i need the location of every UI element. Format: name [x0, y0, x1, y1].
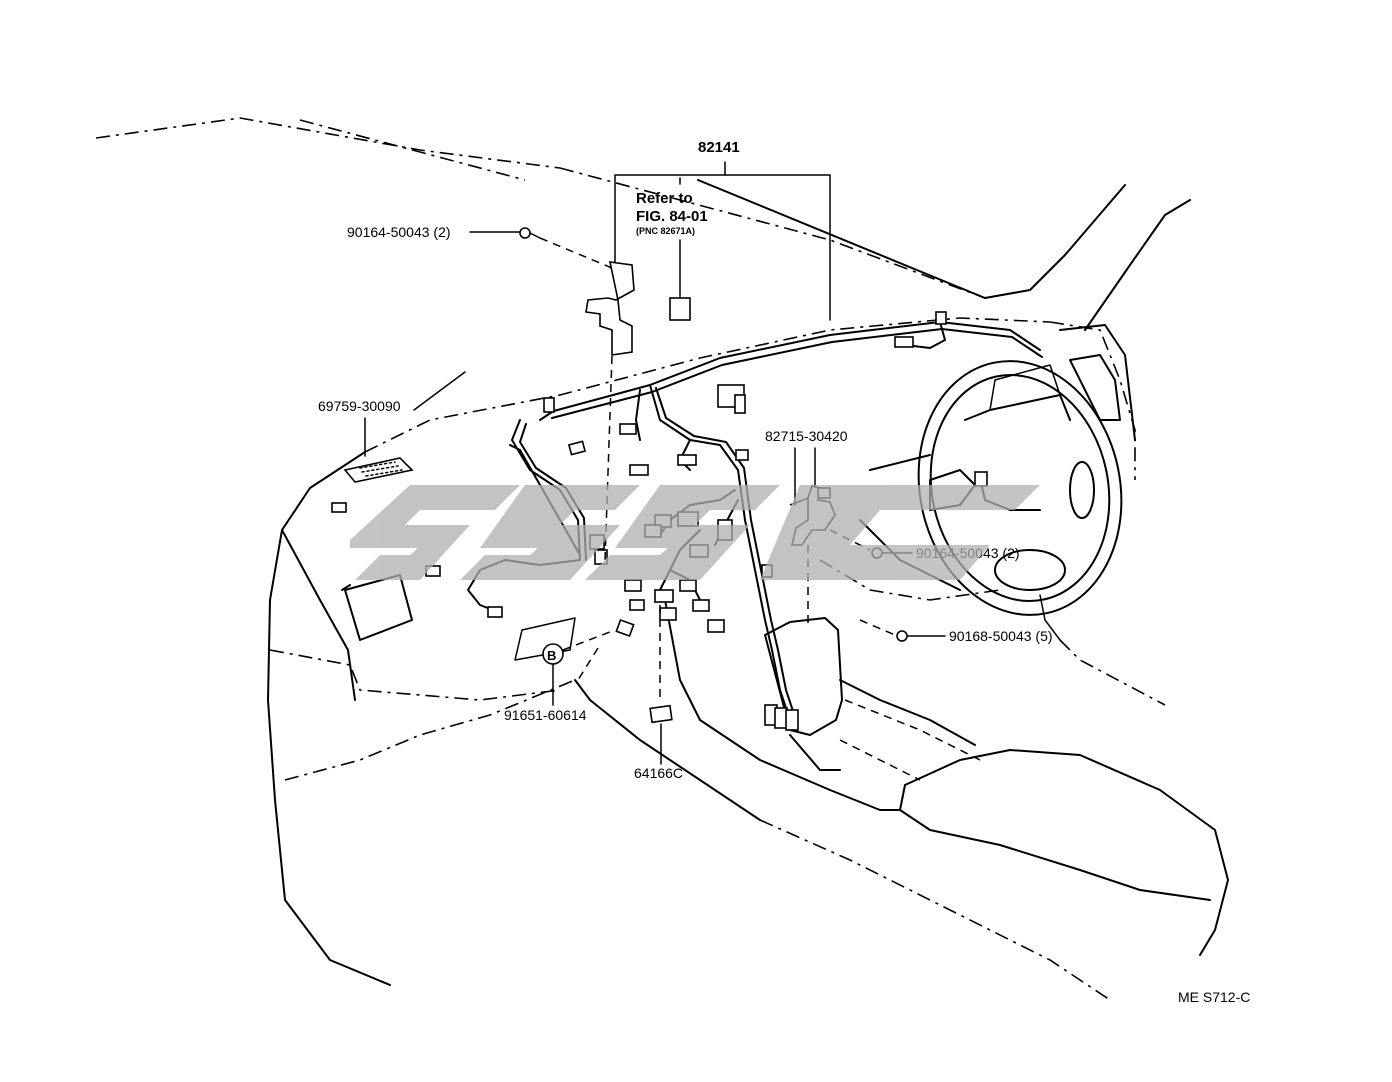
watermark-logo: [350, 485, 1040, 580]
clip-circle-letter: B: [547, 648, 556, 663]
refer-to-text: Refer to: [636, 190, 693, 207]
fig-reference-text: FIG. 84-01: [636, 208, 708, 225]
label-part: 64166C: [634, 605, 683, 781]
harness-callout: 82141 Refer to FIG. 84-01 (PNC 82671A): [614, 139, 831, 321]
screw-top-left: 90164-50043 (2): [347, 224, 541, 240]
pad-part: 69759-30090: [318, 371, 466, 483]
clip-b: B 91651-60614: [504, 629, 616, 723]
part-number-pad: 69759-30090: [318, 398, 401, 414]
pnc-reference-text: (PNC 82671A): [636, 226, 695, 236]
part-number-screw-right-lower: 90168-50043 (5): [949, 628, 1053, 644]
part-number-bracket-right: 82715-30420: [765, 428, 848, 444]
part-number-82141: 82141: [698, 139, 740, 156]
center-console: [764, 617, 1229, 956]
part-number-clip: 91651-60614: [504, 707, 587, 723]
part-number-label: 64166C: [634, 765, 683, 781]
diagram-code: ME S712-C: [1178, 989, 1250, 1005]
screw-right-lower: 90168-50043 (5): [859, 619, 1053, 644]
part-number-screw-top-left: 90164-50043 (2): [347, 224, 451, 240]
